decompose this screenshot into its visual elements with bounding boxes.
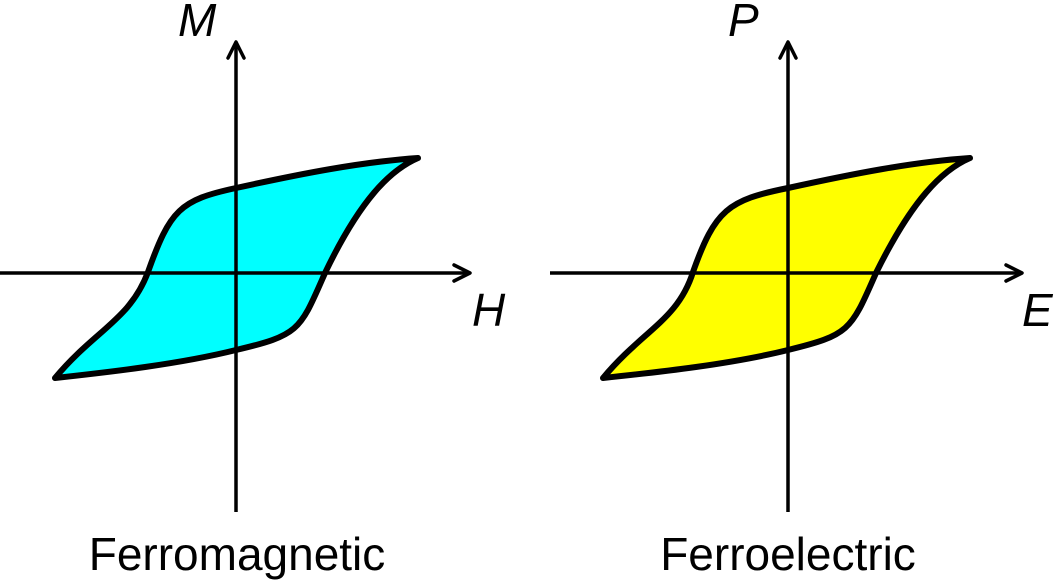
panel-ferromagnetic: M H Ferromagnetic bbox=[0, 0, 506, 580]
caption-ferromagnetic: Ferromagnetic bbox=[89, 528, 386, 580]
caption-ferroelectric: Ferroelectric bbox=[660, 528, 916, 580]
x-axis-label-ferroelectric: E bbox=[1022, 284, 1054, 336]
panel-ferroelectric: P E Ferroelectric bbox=[550, 0, 1054, 580]
y-axis-label-ferroelectric: P bbox=[728, 0, 759, 46]
y-axis-label-ferromagnetic: M bbox=[178, 0, 217, 46]
x-axis-label-ferromagnetic: H bbox=[472, 284, 506, 336]
